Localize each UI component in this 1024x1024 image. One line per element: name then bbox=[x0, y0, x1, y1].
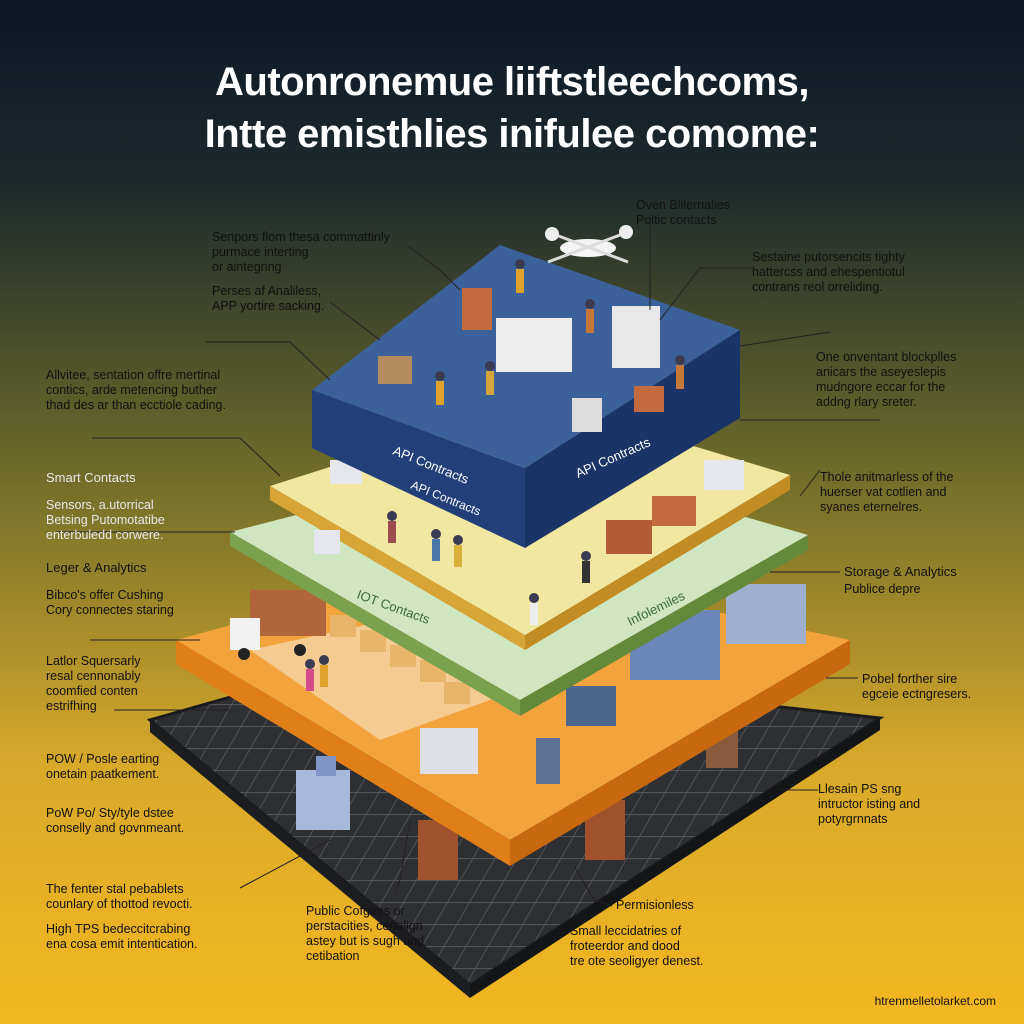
delivery-truck-icon bbox=[230, 590, 326, 660]
callout-right-2: Sestaine putorsencits tighty hattercss a… bbox=[752, 250, 905, 294]
callout-right-6: Pobel forther sire egceie ectngresers. bbox=[862, 672, 972, 701]
callout-right-7: Llesain PS sng intructor isting and poty… bbox=[818, 782, 921, 826]
callout-left-6: Latlor Squersarly resal cennonably coomf… bbox=[46, 654, 141, 713]
callout-left-8: PoW Po/ Sty/tyle dstee conselly and govn… bbox=[46, 806, 185, 835]
callout-leader-lines bbox=[56, 218, 880, 907]
callout-left-4: Sensors, a.utorrical Betsing Putomotatib… bbox=[46, 498, 165, 542]
callout-left-10: High TPS bedeccitcrabing ena cosa emit i… bbox=[46, 922, 198, 951]
callout-left-ledger-analytics: Leger & Analytics bbox=[46, 560, 147, 575]
callout-left-2: Perses af Analiless, APP yortire sacking… bbox=[212, 284, 325, 313]
callout-right-permissionless: Permisionless bbox=[616, 898, 694, 912]
top-layer-items bbox=[378, 288, 664, 432]
callout-right-3: One onventant blockplles anicars the ase… bbox=[816, 350, 957, 409]
callout-bottom-center: Public Cofgires or perstacities, cenalig… bbox=[306, 904, 425, 963]
callout-left-1: Senpors flom thesa commattinly purmace i… bbox=[212, 230, 390, 274]
crates-icon bbox=[330, 615, 470, 704]
yellow-layer-items bbox=[314, 460, 744, 554]
page-title-line2: Intte emisthlies inifulee comome: bbox=[204, 112, 820, 156]
callout-left-9: The fenter stal pebablets counlary of th… bbox=[46, 882, 193, 911]
callout-right-1: Oven Blilernalies Poltic contacts bbox=[636, 198, 730, 227]
callout-right-storage-analytics: Storage & Analytics bbox=[844, 564, 957, 579]
callout-right-4: Thole anitmarless of the huerser vat cot… bbox=[820, 470, 954, 514]
page-title-line1: Autonronemue liiftstleechcoms, bbox=[215, 60, 809, 104]
callout-right-8: Small leccidatries of froteerdor and doo… bbox=[570, 924, 704, 968]
callout-left-5: Bibco's offer Cushing Cory connectes sta… bbox=[46, 588, 174, 617]
drone-icon bbox=[545, 225, 633, 264]
people-figures bbox=[305, 259, 685, 691]
footer-url[interactable]: htrenmelletolarket.com bbox=[874, 994, 996, 1008]
callout-left-7: POW / Posle earting onetain paatkement. bbox=[46, 752, 160, 781]
callout-left-smart-contacts: Smart Contacts bbox=[46, 470, 136, 485]
callout-left-3: Allvitee, sentation offre mertinal conti… bbox=[46, 368, 226, 412]
robot-arm-icon bbox=[296, 756, 350, 830]
callout-right-5: Publice depre bbox=[844, 582, 921, 596]
